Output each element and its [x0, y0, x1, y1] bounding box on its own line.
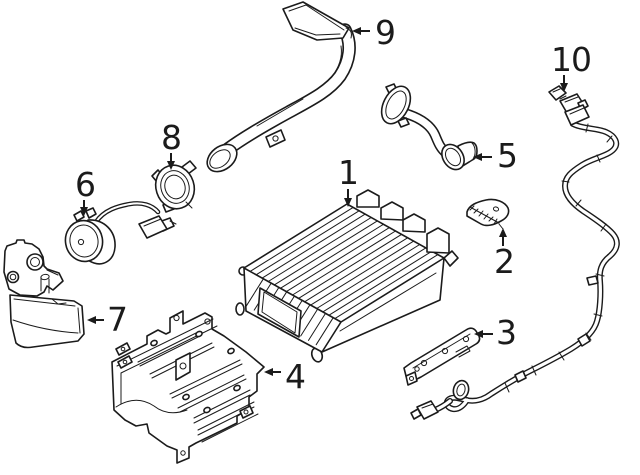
callout-7-label: 7: [107, 300, 127, 339]
canister-recessed-panel: [257, 287, 302, 338]
callout-4-label: 4: [285, 357, 305, 396]
pigtail-connector: [138, 215, 168, 239]
hose-flange: [380, 85, 412, 125]
callout-3-label: 3: [496, 313, 516, 352]
tube-bracket-tab: [265, 129, 286, 148]
callout-9[interactable]: 9: [352, 13, 396, 52]
part-wiring-harness[interactable]: [410, 85, 620, 420]
tube-end-cap: [206, 143, 238, 173]
harness-top-cap: [548, 85, 567, 101]
callout-2-label: 2: [494, 242, 514, 281]
callout-4[interactable]: 4: [264, 357, 306, 396]
part-mounting-bracket[interactable]: [111, 310, 265, 464]
callout-9-label: 9: [375, 13, 395, 52]
callout-6[interactable]: 6: [75, 165, 96, 216]
callout-5-label: 5: [497, 136, 517, 175]
callout-1[interactable]: 1: [338, 153, 359, 207]
bracket-outline: [111, 310, 265, 464]
callout-2[interactable]: 2: [494, 228, 515, 281]
callout-10[interactable]: 10: [551, 40, 592, 92]
callout-6-label: 6: [75, 165, 95, 204]
callout-3[interactable]: 3: [474, 313, 517, 352]
callout-1-label: 1: [338, 153, 358, 192]
callout-8-label: 8: [161, 118, 181, 157]
hose-cuff-opening: [441, 143, 465, 171]
part-filler-tube[interactable]: [202, 1, 356, 177]
canister-port: [402, 213, 426, 233]
callout-10-label: 10: [551, 40, 591, 79]
part-vent-hose[interactable]: [376, 82, 478, 174]
tube-inlet-scoop: [282, 1, 350, 41]
part-cover-pad[interactable]: [466, 198, 510, 230]
part-strip-bracket[interactable]: [403, 327, 481, 386]
canister-port: [356, 189, 380, 208]
part-shield-bracket[interactable]: [3, 239, 85, 349]
canister-ribs: [249, 206, 439, 320]
harness-ring-clip: [452, 379, 470, 401]
callout-8[interactable]: 8: [161, 118, 182, 170]
shield-lower-panel: [9, 294, 85, 349]
part-round-pump[interactable]: [62, 201, 177, 265]
callout-7[interactable]: 7: [87, 300, 128, 339]
callout-5[interactable]: 5: [473, 136, 518, 175]
pump-face: [64, 219, 104, 263]
part-seal-grommet[interactable]: [150, 160, 200, 214]
part-canister[interactable]: [235, 189, 459, 363]
canister-port: [426, 227, 450, 254]
canister-port: [380, 201, 404, 221]
